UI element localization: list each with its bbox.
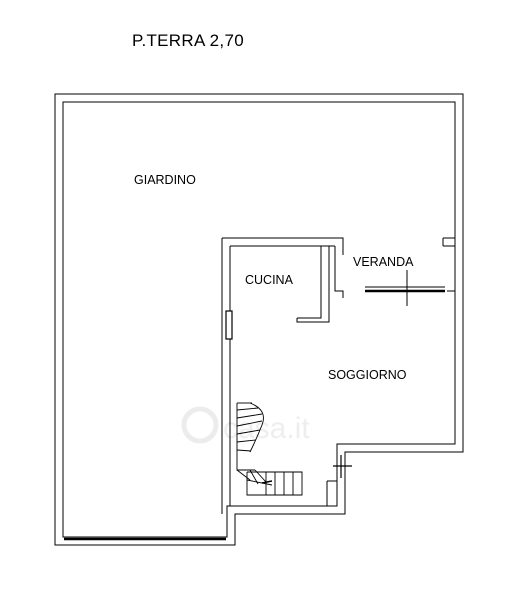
- room-label-giardino: GIARDINO: [134, 173, 196, 187]
- svg-text:casa.it: casa.it: [223, 412, 310, 445]
- entrance-door: [333, 455, 352, 478]
- veranda-window: [365, 270, 445, 306]
- left-door: [225, 310, 233, 340]
- room-label-soggiorno: SOGGIORNO: [328, 368, 407, 382]
- room-label-veranda: VERANDA: [353, 255, 414, 269]
- outer-wall: [54, 93, 464, 546]
- staircase: [236, 402, 303, 496]
- watermark: casa.it: [181, 406, 310, 445]
- plan-title: P.TERRA 2,70: [132, 31, 244, 50]
- house-walls: [221, 237, 455, 514]
- room-label-cucina: CUCINA: [245, 273, 294, 287]
